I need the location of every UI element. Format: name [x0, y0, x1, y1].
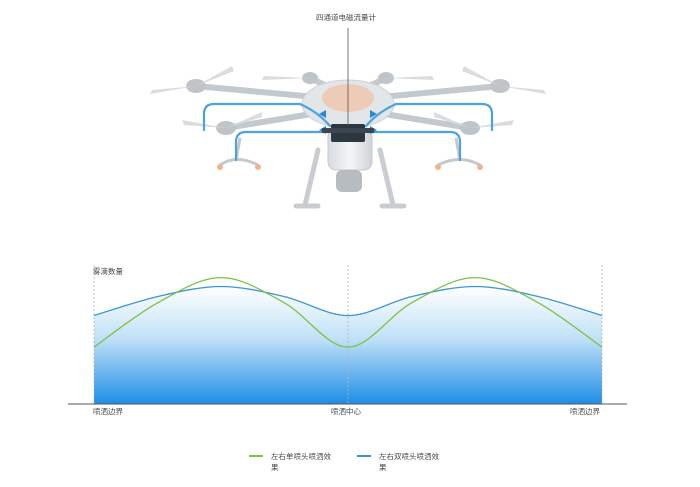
x-tick-label-center: 喷洒中心: [331, 407, 361, 416]
drone-illustration: [150, 28, 546, 209]
flow-pipes: [202, 102, 494, 162]
legend-swatch-double: [357, 455, 371, 457]
legend-swatch-single: [249, 455, 263, 457]
series-single-nozzle-line: [93, 276, 603, 348]
x-tick-label-left-boundary: 喷洒边界: [93, 407, 123, 416]
legend-item-double-nozzle: 左右双喷头喷洒效果: [357, 451, 441, 473]
pump: [336, 170, 362, 192]
legend-item-single-nozzle: 左右单喷头喷洒效果: [249, 451, 333, 473]
flowmeter-callout-label: 四通道电磁流量计: [316, 13, 376, 22]
legend-label-single: 左右单喷头喷洒效果: [271, 452, 331, 472]
landing-gear: [293, 147, 407, 209]
spray-distribution-chart: [68, 265, 627, 405]
x-tick-label-right-boundary: 喷洒边界: [570, 407, 600, 416]
legend-label-double: 左右双喷头喷洒效果: [379, 452, 439, 472]
flowmeter-bracket: [322, 128, 374, 133]
y-axis-label: 雾滴数量: [93, 267, 123, 276]
